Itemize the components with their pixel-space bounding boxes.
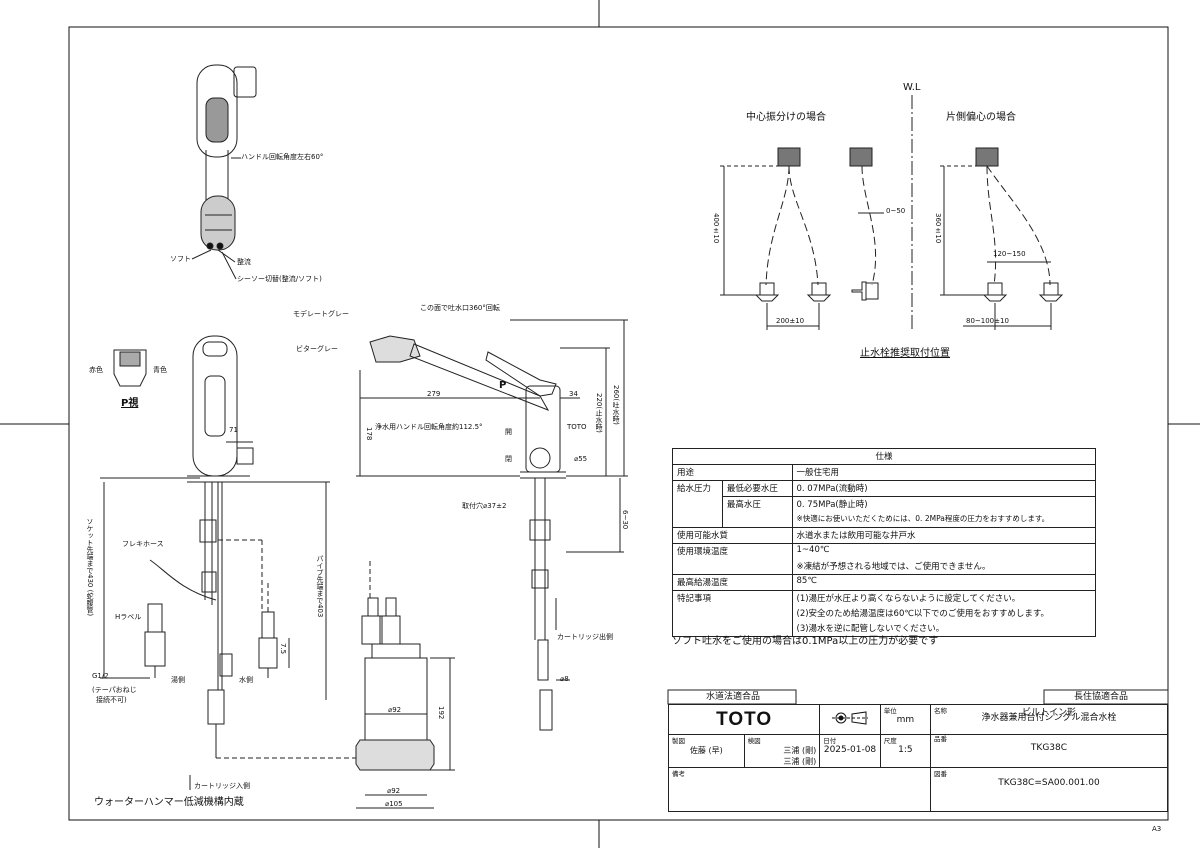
faucet-side-view <box>356 319 628 731</box>
wl-label: W.L <box>903 82 921 93</box>
dim-120-150: 120~150 <box>993 250 1026 258</box>
table-row: 特記事項 (1)湯圧が水圧より高くならないように設定してください。 <box>672 590 1096 637</box>
dim-360: 360±10 <box>934 213 942 244</box>
table-row: (3)湯水を逆に配管しないでください。 <box>673 621 1096 637</box>
table-row: 給水圧力 最低必要水圧 0. 07MPa(流動時) <box>672 480 1096 528</box>
spec-title: 仕様 <box>672 448 1096 465</box>
water-side-label: 水側 <box>239 676 253 684</box>
table-row: 使用環境温度 1~40℃ <box>672 543 1096 575</box>
center-case-title: 中心振分けの場合 <box>746 112 826 123</box>
check-value-1: 三浦 (剛) <box>783 746 817 755</box>
pipe-dim-label: パイプ先端まで403 <box>316 555 324 618</box>
closed-label: 閉 <box>505 455 512 463</box>
dim-55: ⌀55 <box>574 455 588 463</box>
unit-label: 単位 <box>883 707 897 715</box>
water-law-label: 水道法適合品 <box>706 692 761 702</box>
table-row: 最高水圧 0. 75MPa(静止時) <box>673 496 1096 528</box>
spec-table: 仕様 用途 一般住宅用 給水圧力 最低必要水圧 0. 07MPa(流動時) 最高… <box>672 448 1096 637</box>
mount-hole-label: 取付穴⌀37±2 <box>462 502 507 510</box>
valve-diagrams <box>720 95 1064 330</box>
title-block: TOTO 単位 mm 名称 浄水器兼用台付シングル混合水栓 製図 佐藤 (早) … <box>667 704 1169 812</box>
p-view-label: P視 <box>121 398 139 409</box>
p-view-drawing <box>113 349 147 387</box>
drawn-label: 製図 <box>672 737 685 745</box>
dim-178: 178 <box>365 427 373 441</box>
note-label: 備考 <box>672 770 685 778</box>
name-label: 名称 <box>933 707 947 715</box>
dim-260: 260(吐水時) <box>612 385 620 425</box>
dim-220: 220(止水時) <box>595 393 603 433</box>
moderate-gray-label: モデレートグレー <box>293 310 349 318</box>
cartridge-dim-105: ⌀105 <box>385 800 403 808</box>
drawing-no-value: TKG38C=SA00.001.00 <box>998 778 1100 788</box>
part-value: TKG38C <box>1030 743 1068 753</box>
valve-position-caption: 止水栓推奨取付位置 <box>860 348 950 359</box>
paper-size-label: A3 <box>1152 825 1162 833</box>
part-label: 品番 <box>933 735 947 743</box>
table-row: 用途 一般住宅用 <box>672 464 1096 481</box>
bitter-gray-label: ビターグレー <box>296 345 338 353</box>
g12-label: G1/2 <box>92 672 109 680</box>
date-label: 日付 <box>823 737 837 745</box>
dim-80-100: 80~100±10 <box>966 317 1009 325</box>
table-row: 最高給湯温度 85℃ <box>672 574 1096 591</box>
handle-rotation-label: ハンドル回転角度左右60° <box>241 153 324 161</box>
table-row: 使用可能水質 水道水または飲用可能な井戸水 <box>672 527 1096 544</box>
dim-6-30: 6~30 <box>621 510 629 530</box>
scale-label: 尺度 <box>883 737 897 745</box>
socket-dim-label: ソケット先端まで430 (蛇腹管) <box>86 518 94 617</box>
dim-7-5: 7.5 <box>279 643 287 655</box>
scale-value: 1:5 <box>898 745 913 755</box>
no-connect-label: 接続不可) <box>96 696 127 704</box>
dim-400: 400±10 <box>712 213 720 244</box>
dim-8: ⌀8 <box>560 675 569 683</box>
dim-34: 34 <box>569 390 578 398</box>
dim-279: 279 <box>427 390 441 398</box>
drawing-no-label: 図番 <box>933 770 947 778</box>
h-label: Hラベル <box>115 613 142 621</box>
product-subtitle: ビルトイン形 <box>1021 708 1076 718</box>
blue-label: 青色 <box>153 366 167 374</box>
p-marker: P <box>499 380 507 391</box>
cartridge-drawing <box>355 560 455 809</box>
offset-case-title: 片側偏心の場合 <box>946 112 1016 123</box>
dim-71: 71 <box>229 426 238 434</box>
soft-pressure-note: ソフト吐水をご使用の場合は0.1MPa以上の圧力が必要です <box>672 636 939 647</box>
cartridge-dim-192: 192 <box>437 706 445 720</box>
red-label: 赤色 <box>89 366 103 374</box>
purifier-handle-label: 浄水用ハンドル回転角度約112.5° <box>375 423 483 431</box>
cartridge-dim-92a: ⌀92 <box>388 706 402 714</box>
toto-mark: TOTO <box>567 423 587 431</box>
cartridge-in-label: カートリッジ入側 <box>194 782 250 790</box>
open-label: 開 <box>505 428 512 436</box>
check-label: 検図 <box>747 737 761 745</box>
dim-200: 200±10 <box>776 317 805 325</box>
table-row: (2)安全のため給湯温度は60℃以下でのご使用をおすすめします。 <box>673 606 1096 621</box>
spout-rotation-label: この面で吐水口360°回転 <box>420 304 500 312</box>
faucet-front-view <box>100 335 370 790</box>
water-hammer-label: ウォーターハンマー低減機構内蔵 <box>94 797 244 808</box>
toto-logo: TOTO <box>716 708 773 730</box>
seiryu-label: 整流 <box>237 258 251 266</box>
cartridge-out-label: カートリッジ出側 <box>557 633 613 641</box>
check-value-2: 三浦 (剛) <box>783 757 817 766</box>
taper-label: (テーパおねじ <box>92 686 137 694</box>
faucet-top-view <box>191 64 257 280</box>
unit-value: mm <box>896 715 915 725</box>
product-name: 浄水器兼用台付シングル混合水栓 <box>981 713 1117 723</box>
seesaw-label: シーソー切替(整流/ソフト) <box>237 275 322 283</box>
flexi-hose-label: フレキホース <box>122 540 164 548</box>
drawn-value: 佐藤 (早) <box>689 746 723 755</box>
date-value: 2025-01-08 <box>823 745 877 755</box>
hot-side-label: 湯側 <box>171 676 185 684</box>
dim-0-50: 0~50 <box>886 207 906 215</box>
longlife-label: 長住協適合品 <box>1074 692 1129 702</box>
soft-label: ソフト <box>170 255 191 263</box>
projection-symbol-icon <box>830 711 870 728</box>
cartridge-dim-92b: ⌀92 <box>387 787 401 795</box>
